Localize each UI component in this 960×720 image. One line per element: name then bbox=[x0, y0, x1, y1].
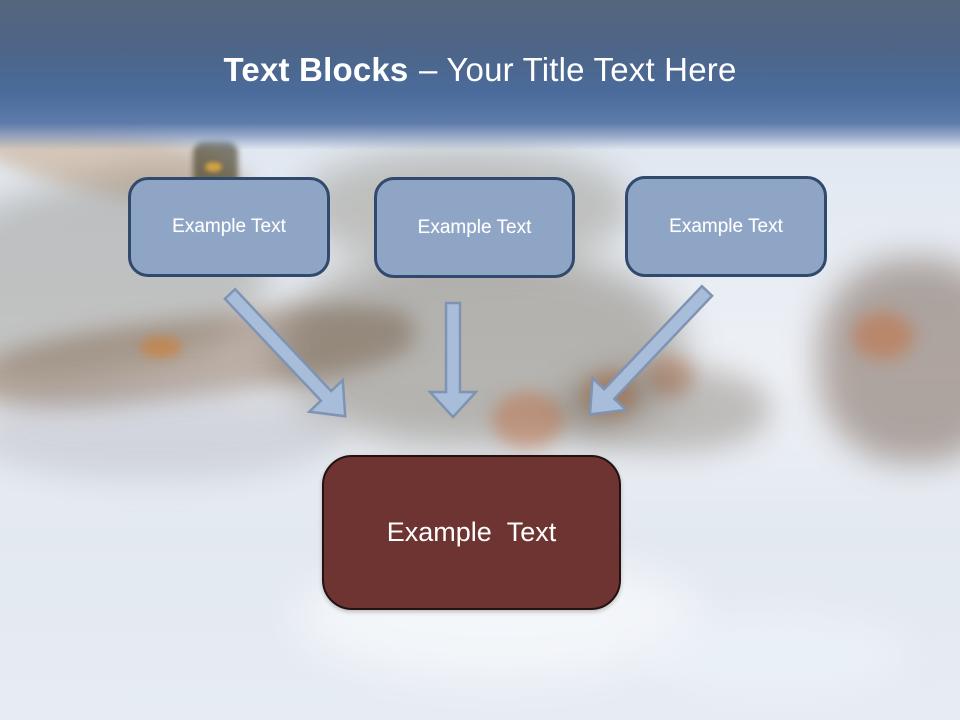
text-block-1-label: Example Text bbox=[172, 216, 286, 237]
photo-blob bbox=[818, 258, 960, 463]
slide-title-rest: – Your Title Text Here bbox=[419, 51, 737, 88]
result-block: Example Text bbox=[322, 455, 621, 610]
text-block-1: Example Text bbox=[128, 177, 330, 277]
text-block-2-label: Example Text bbox=[417, 216, 532, 238]
result-block-label: Example Text bbox=[386, 517, 557, 547]
text-block-3-label: Example Text bbox=[669, 215, 783, 237]
photo-blob bbox=[140, 336, 182, 358]
photo-blob bbox=[205, 162, 222, 172]
photo-blob bbox=[852, 312, 914, 360]
photo-blob bbox=[0, 388, 340, 480]
photo-blob bbox=[640, 612, 910, 698]
text-block-3: Example Text bbox=[625, 176, 827, 277]
title-bar: Text Blocks – Your Title Text Here bbox=[0, 0, 960, 150]
slide-title-bold: Text Blocks bbox=[223, 51, 409, 88]
slide-title: Text Blocks – Your Title Text Here bbox=[0, 0, 960, 88]
photo-blob bbox=[492, 392, 564, 448]
photo-blob bbox=[560, 366, 770, 452]
text-block-2: Example Text bbox=[374, 177, 575, 278]
